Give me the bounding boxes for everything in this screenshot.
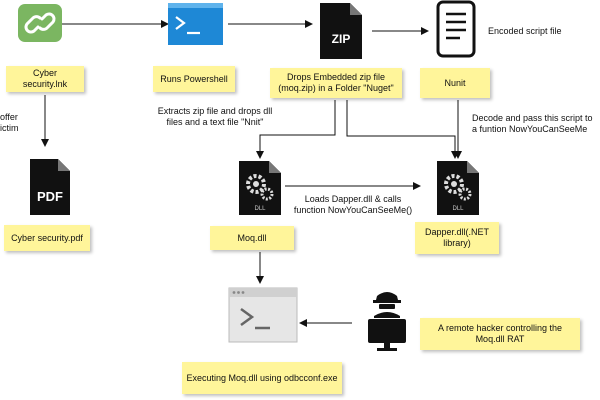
pdf-file-icon: PDF <box>28 158 72 216</box>
exec-note: Executing Moq.dll using odbcconf.exe <box>182 362 342 394</box>
hacker-computer-icon <box>364 286 410 354</box>
zip-file-icon: ZIP <box>318 2 364 60</box>
nunit-note-text: Nunit <box>444 77 466 88</box>
moq-dll-gear-icon: DLL <box>237 160 283 216</box>
decode-label: Decode and pass this script to a funtion… <box>472 113 593 135</box>
dapper-dll-gear-icon: DLL <box>435 160 481 216</box>
arrow-zip-to-dapper <box>346 100 459 159</box>
offer-victim-label: offer ictim <box>0 112 19 135</box>
encoded-script-label: Encoded script file <box>488 26 562 36</box>
arrow-zip-to-moq <box>256 100 336 159</box>
zip-note-text: Drops Embedded zip file (moq.zip) in a F… <box>278 72 394 93</box>
hacker-note-text: A remote hacker controlling the Moq.dll … <box>437 323 563 344</box>
powershell-note-text: Runs Powershell <box>160 73 228 84</box>
loads-label: Loads Dapper.dll & calls function NowYou… <box>293 194 413 216</box>
offer-label-line1: offer <box>0 112 18 122</box>
lnk-note: Cyber security.lnk <box>6 66 84 92</box>
pdf-note: Cyber security.pdf <box>4 225 90 251</box>
zip-icon-text: ZIP <box>332 32 351 46</box>
nunit-note: Nunit <box>420 68 490 98</box>
link-icon <box>17 3 63 43</box>
powershell-note: Runs Powershell <box>153 66 235 92</box>
powershell-icon <box>168 3 223 45</box>
lnk-note-text: Cyber security.lnk <box>22 68 68 89</box>
document-icon <box>436 0 476 58</box>
extracts-label: Extracts zip file and drops dll files an… <box>157 106 273 128</box>
pdf-note-text: Cyber security.pdf <box>11 232 83 243</box>
offer-label-line2: ictim <box>0 123 19 134</box>
hacker-note: A remote hacker controlling the Moq.dll … <box>420 318 580 350</box>
zip-note: Drops Embedded zip file (moq.zip) in a F… <box>270 68 402 98</box>
moq-note-text: Moq.dll <box>237 232 267 243</box>
moq-note: Moq.dll <box>210 226 294 250</box>
moq-dll-icon-text: DLL <box>254 206 266 212</box>
dapper-note-text: Dapper.dll(.NET library) <box>424 227 490 248</box>
dapper-dll-icon-text: DLL <box>452 206 464 212</box>
pdf-icon-text: PDF <box>37 189 63 204</box>
terminal-window-icon <box>228 287 298 343</box>
dapper-note: Dapper.dll(.NET library) <box>415 222 499 254</box>
exec-note-text: Executing Moq.dll using odbcconf.exe <box>186 372 338 383</box>
